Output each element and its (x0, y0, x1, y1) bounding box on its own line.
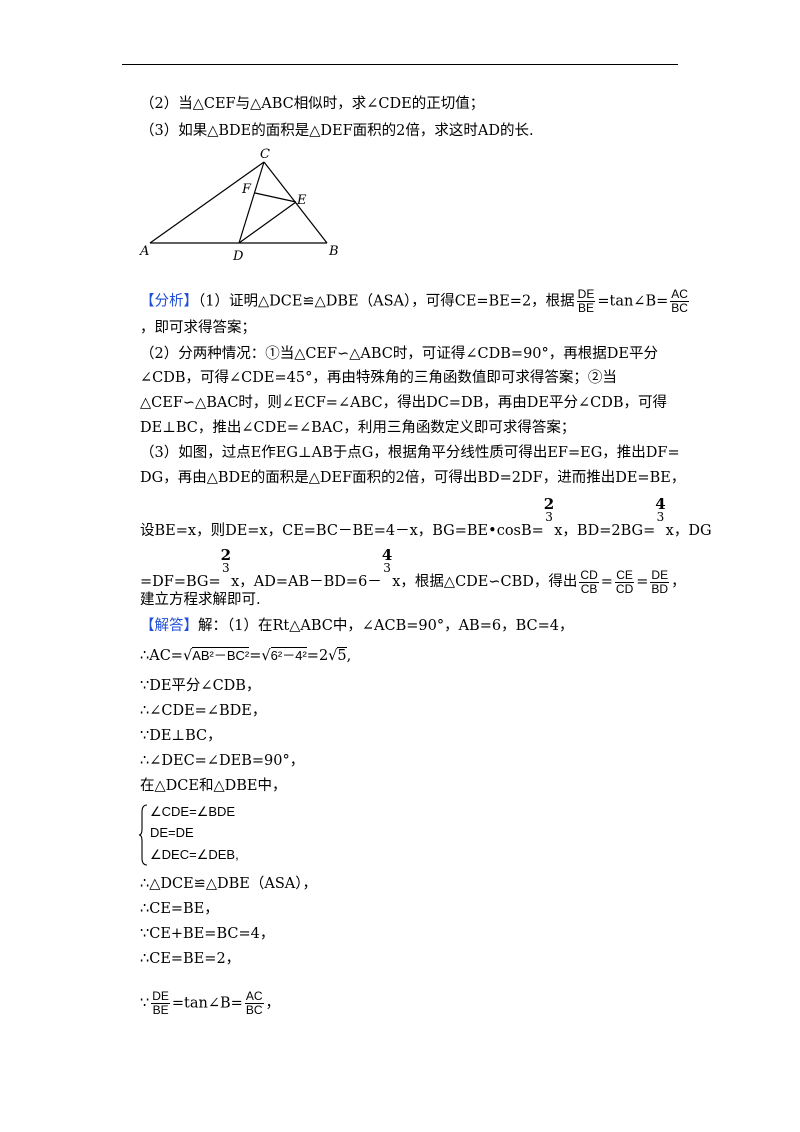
solution-line-5: ∵DE⊥BC， (140, 728, 222, 744)
solution-line-10: ∵CE+BE=BC=4， (140, 926, 275, 942)
analysis-line-4: ∠CDB，可得∠CDE=45°，再由特殊角的三角函数值即可求得答案；②当 (140, 370, 617, 386)
analysis-line-6: DE⊥BC，推出∠CDE=∠BAC，利用三角函数定义即可求得答案； (140, 420, 576, 436)
label-f: F (241, 182, 252, 197)
radical-sign: √ (182, 648, 193, 664)
segment-ac (149, 161, 265, 244)
brace-line-1: ∠CDE=∠BDE (150, 804, 236, 819)
segment-fe (254, 192, 297, 203)
question-3: （3）如果△BDE的面积是△DEF面积的2倍，求这时AD的长. (140, 123, 534, 139)
analysis-tag: 【分析】 (140, 293, 198, 310)
analysis-line-8: DG，再由△BDE的面积是△DEF面积的2倍，可得出BD=2DF，进而推出DE=… (140, 470, 686, 486)
solution-line-2: ∴AC=√AB²－BC²=√6²－4²=2√5, (140, 647, 352, 664)
label-c: C (260, 147, 270, 162)
label-d: D (232, 249, 244, 264)
solution-line-1: 【解答】解：（1）在Rt△ABC中，∠ACB=90°，AB=6，BC=4， (140, 618, 574, 634)
solution-line-7: 在△DCE和△DBE中， (140, 778, 287, 794)
header-rule (122, 64, 678, 65)
solution-line-4: ∴∠CDE=∠BDE， (140, 703, 267, 719)
solution-line-11: ∴CE=BE=2， (140, 951, 241, 967)
analysis-line-2: ，即可求得答案； (140, 320, 256, 336)
left-brace (138, 804, 148, 866)
brace-line-3: ∠DEC=∠DEB, (150, 847, 239, 862)
solution-line-6: ∴∠DEC=∠DEB=90°， (140, 753, 305, 769)
solution-line-9: ∴CE=BE， (140, 901, 219, 917)
solution-line-3: ∵DE平分∠CDB， (140, 678, 261, 694)
analysis-line-5: △CEF∽△BAC时，则∠ECF=∠ABC，得出DC=DB，再由DE平分∠CDB… (140, 395, 667, 411)
solution-tag: 【解答】 (140, 618, 198, 634)
segment-dc (238, 161, 265, 244)
analysis-line-7: （3）如图，过点E作EG⊥AB于点G，根据角平分线性质可得出EF=EG，推出DF… (140, 445, 680, 461)
question-2: （2）当△CEF与△ABC相似时，求∠CDE的正切值； (140, 96, 485, 112)
analysis-line-3: （2）分两种情况：①当△CEF∽△ABC时，可证得∠CDB=90°，再根据DE平… (140, 346, 658, 362)
label-a: A (139, 244, 149, 259)
analysis-line-11: 建立方程求解即可. (140, 592, 261, 608)
radical-sign: √ (261, 648, 271, 664)
solution-line-8: ∴△DCE≌△DBE（ASA）， (140, 876, 317, 892)
label-b: B (328, 244, 339, 259)
triangle-figure: C F E A D B (139, 147, 339, 264)
radical-sign: √ (328, 648, 338, 664)
label-e: E (296, 193, 307, 208)
brace-line-2: DE=DE (150, 825, 194, 840)
segment-de (238, 201, 297, 244)
